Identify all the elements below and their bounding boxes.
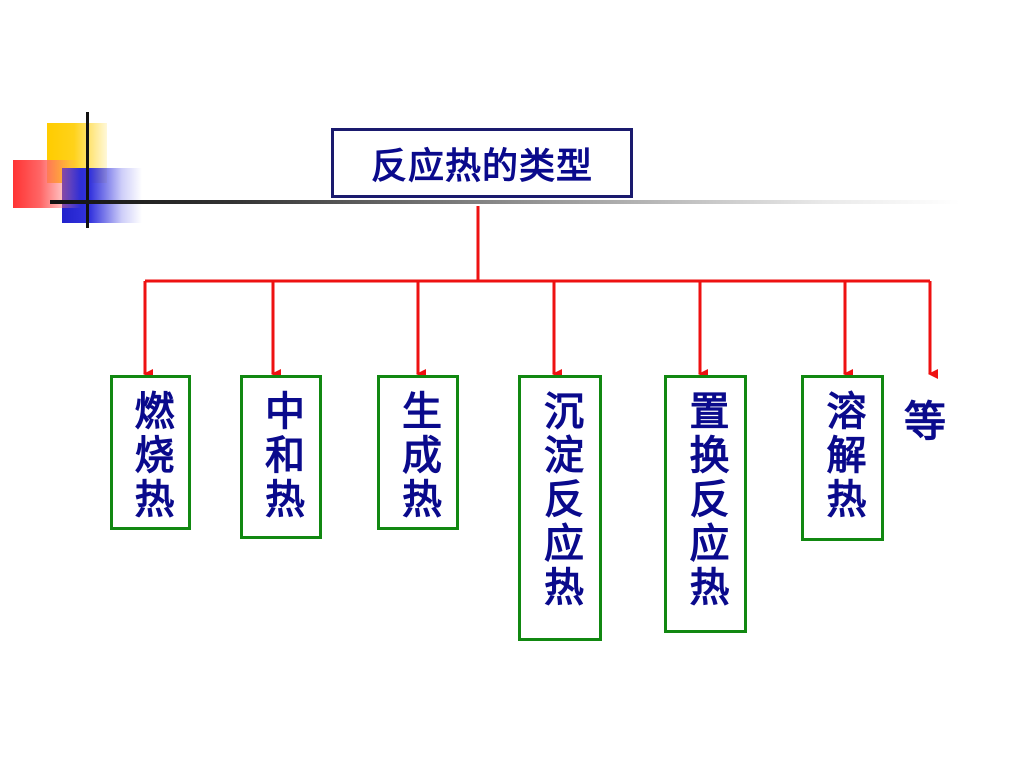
- decor-horizontal-line: [50, 200, 960, 204]
- diagram-title: 反应热的类型: [331, 128, 633, 198]
- category-label: 置换反应热: [682, 390, 729, 610]
- category-label: 溶解热: [819, 390, 866, 522]
- category-label: 燃烧热: [127, 390, 174, 522]
- category-box-combustion-heat: 燃烧热: [110, 375, 191, 530]
- category-label: 生成热: [395, 390, 441, 522]
- category-box-formation-heat: 生成热: [377, 375, 459, 530]
- category-box-dissolution-heat: 溶解热: [801, 375, 884, 541]
- category-box-precipitation-heat: 沉淀反应热: [518, 375, 602, 641]
- decor-vertical-line: [86, 112, 89, 228]
- category-box-neutralization-heat: 中和热: [240, 375, 322, 539]
- category-label: 沉淀反应热: [537, 390, 583, 610]
- etc-label: 等: [904, 397, 947, 446]
- category-box-displacement-heat: 置换反应热: [664, 375, 747, 633]
- category-label: 中和热: [258, 390, 304, 522]
